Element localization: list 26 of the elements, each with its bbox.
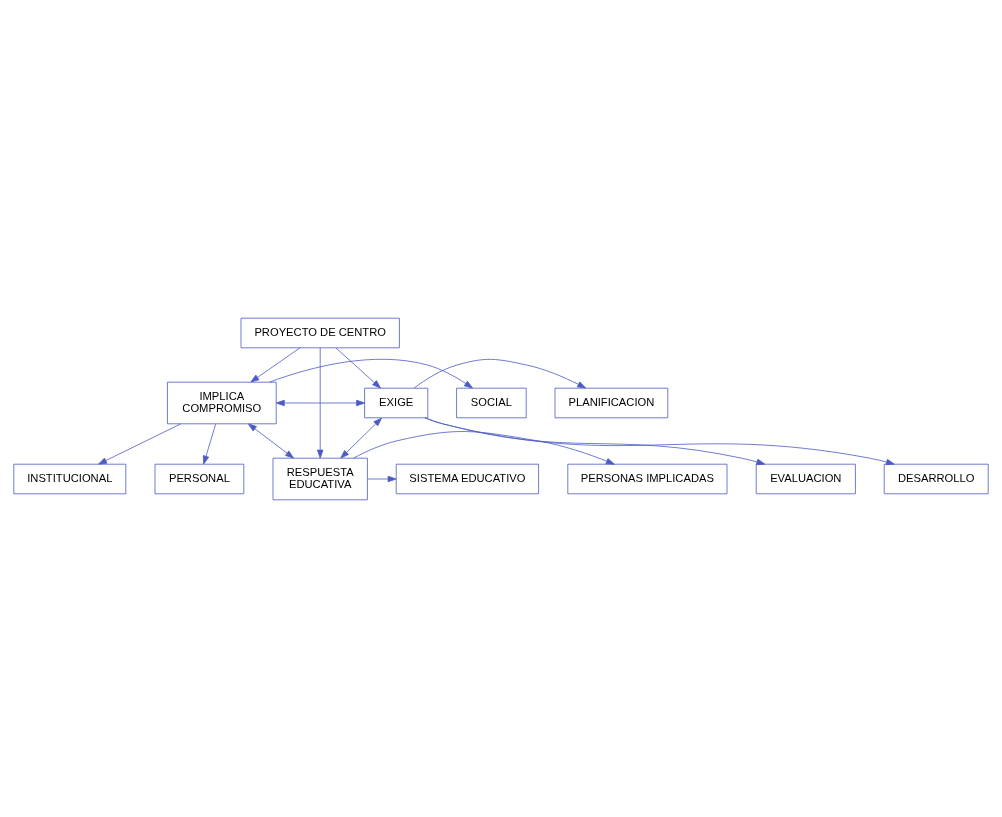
arrow (335, 347, 381, 388)
arrow (367, 475, 397, 482)
node-box: EVALUACION (755, 463, 856, 494)
node-box: PERSONAL (154, 463, 245, 494)
arrow (202, 423, 217, 464)
node-box: PROYECTO DE CENTRO (240, 317, 400, 348)
node-box: PERSONAS IMPLICADAS (567, 463, 728, 494)
node-box: EXIGE (364, 387, 429, 418)
arrow (98, 422, 182, 465)
node-box: INSTITUCIONAL (13, 463, 127, 494)
arrow (413, 358, 587, 388)
node-box: IMPLICA COMPROMISO (167, 381, 277, 424)
arrow (340, 417, 382, 458)
arrow (250, 346, 301, 382)
arrow (275, 399, 365, 406)
node-box: PLANIFICACION (554, 387, 669, 418)
node-box: RESPUESTA EDUCATIVA (272, 457, 368, 500)
arrow (424, 417, 895, 465)
node-box: DESARROLLO (883, 463, 989, 494)
arrow (269, 358, 473, 388)
node-box: SISTEMA EDUCATIVO (395, 463, 539, 494)
node-box: SOCIAL (456, 387, 527, 418)
arrow (424, 416, 766, 465)
arrow (248, 423, 294, 458)
arrow (317, 347, 324, 458)
arrow (353, 430, 615, 465)
